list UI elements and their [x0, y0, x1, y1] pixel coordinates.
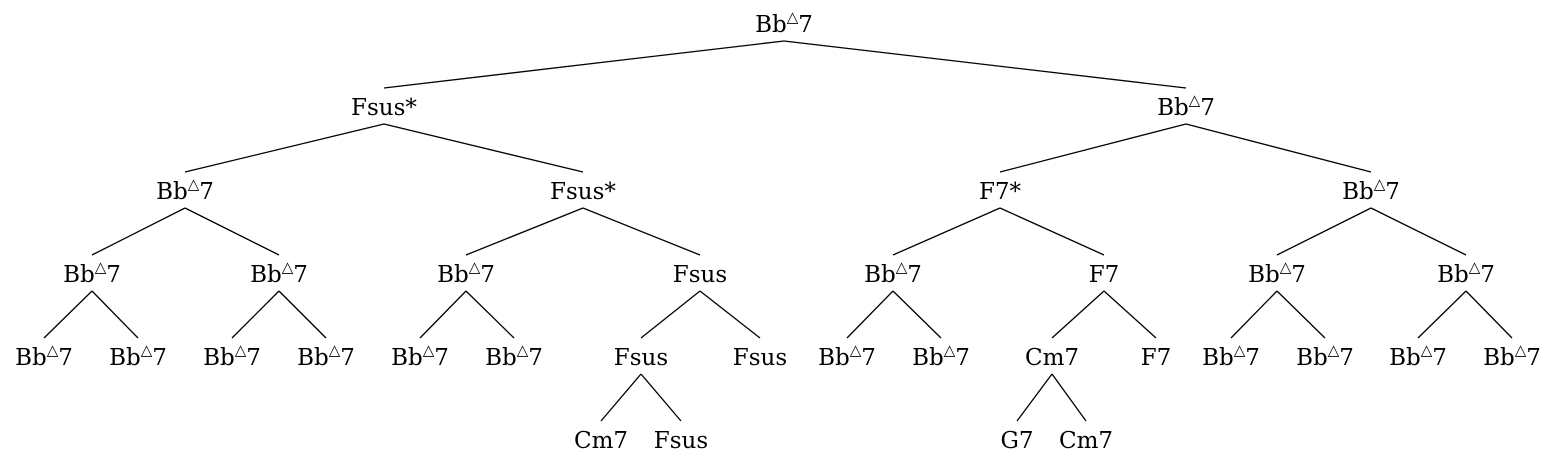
tree-edge — [1185, 123, 1372, 173]
chord-node-bbmaj7: Bb△7 — [485, 341, 543, 371]
chord-node-fsus: Fsus — [614, 345, 668, 371]
chord-node-fsus-star: Fsus* — [550, 179, 616, 205]
chord-node-bbmaj7: Bb△7 — [391, 341, 449, 371]
tree-edge — [1016, 373, 1053, 422]
tree-edge — [783, 40, 1187, 89]
tree-edge — [91, 207, 186, 256]
tree-edge — [383, 123, 584, 173]
tree-edge — [640, 290, 701, 339]
tree-edge — [1370, 207, 1467, 256]
chord-node-fsus: Fsus — [733, 345, 787, 371]
tree-edge — [699, 290, 761, 339]
tree-edge — [419, 290, 467, 339]
tree-edge — [1103, 290, 1157, 339]
chord-node-cm7: Cm7 — [1059, 428, 1113, 454]
chord-node-bbmaj7: Bb△7 — [1342, 175, 1400, 205]
chord-node-bbmaj7: Bb△7 — [437, 258, 495, 288]
tree-edge — [1417, 290, 1467, 339]
chord-node-bbmaj7: Bb△7 — [1483, 341, 1541, 371]
tree-edge — [999, 207, 1105, 256]
chord-node-f7: F7 — [1089, 262, 1120, 288]
chord-node-f7: F7 — [1141, 345, 1172, 371]
chord-node-fsus: Fsus — [673, 262, 727, 288]
chord-node-bbmaj7: Bb△7 — [1437, 258, 1495, 288]
chord-node-bbmaj7: Bb△7 — [297, 341, 355, 371]
tree-edge — [1051, 290, 1105, 339]
tree-edge — [999, 123, 1187, 173]
chord-node-bbmaj7: Bb△7 — [755, 8, 813, 38]
chord-node-bbmaj7: Bb△7 — [864, 258, 922, 288]
chord-node-bbmaj7: Bb△7 — [1389, 341, 1447, 371]
chord-node-bbmaj7: Bb△7 — [1202, 341, 1260, 371]
tree-edge — [383, 40, 785, 89]
tree-edge — [1276, 207, 1372, 256]
tree-edge — [465, 290, 515, 339]
tree-edge — [1276, 290, 1326, 339]
chord-node-cm7: Cm7 — [574, 428, 628, 454]
tree-edge — [465, 207, 584, 256]
chord-node-bbmaj7: Bb△7 — [15, 341, 73, 371]
tree-edge — [91, 290, 139, 339]
chord-node-bbmaj7: Bb△7 — [818, 341, 876, 371]
tree-edge — [184, 207, 280, 256]
tree-edge — [640, 373, 682, 422]
tree-edge — [1051, 373, 1087, 422]
tree-edge — [892, 290, 942, 339]
tree-edge — [1465, 290, 1513, 339]
chord-node-cm7: Cm7 — [1025, 345, 1079, 371]
chord-node-bbmaj7: Bb△7 — [912, 341, 970, 371]
tree-edge — [600, 373, 642, 422]
tree-edge — [582, 207, 701, 256]
chord-node-bbmaj7: Bb△7 — [63, 258, 121, 288]
tree-edge — [43, 290, 93, 339]
chord-node-bbmaj7: Bb△7 — [250, 258, 308, 288]
chord-node-fsus-star: Fsus* — [351, 95, 417, 121]
tree-edge — [1230, 290, 1278, 339]
chord-node-fsus: Fsus — [654, 428, 708, 454]
tree-edge — [184, 123, 385, 173]
tree-edge — [231, 290, 280, 339]
chord-node-bbmaj7: Bb△7 — [203, 341, 261, 371]
tree-edge — [846, 290, 894, 339]
chord-node-bbmaj7: Bb△7 — [1296, 341, 1354, 371]
chord-node-bbmaj7: Bb△7 — [109, 341, 167, 371]
chord-node-bbmaj7: Bb△7 — [1157, 91, 1215, 121]
chord-node-f7-star: F7* — [979, 179, 1022, 205]
tree-edge — [278, 290, 327, 339]
chord-node-g7: G7 — [1000, 428, 1033, 454]
chord-node-bbmaj7: Bb△7 — [156, 175, 214, 205]
chord-node-bbmaj7: Bb△7 — [1248, 258, 1306, 288]
tree-edge — [892, 207, 1001, 256]
